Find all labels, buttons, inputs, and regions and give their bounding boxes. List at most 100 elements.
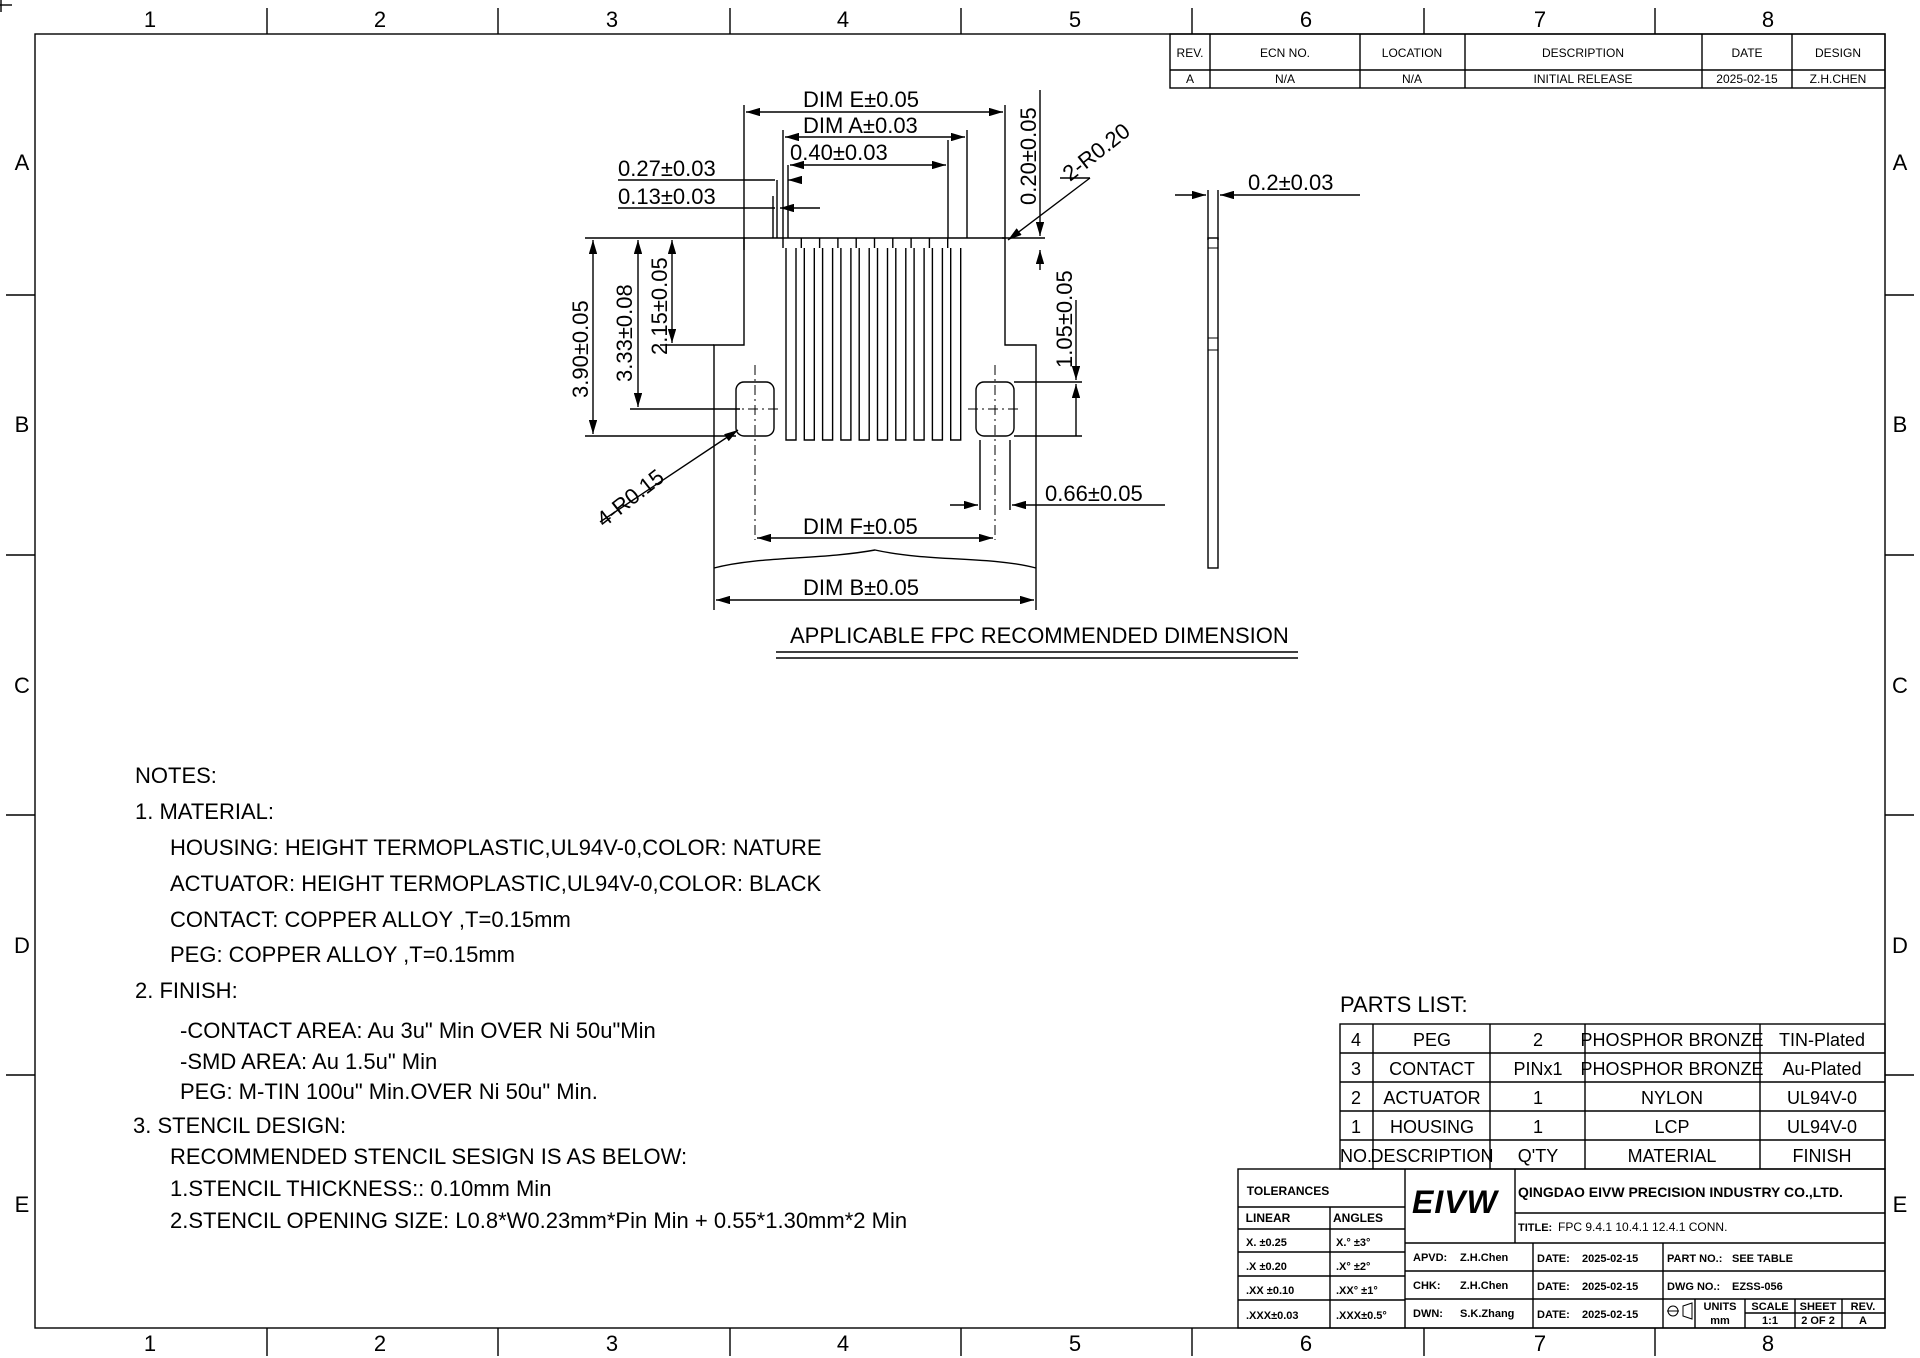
title-block — [1237, 1168, 1886, 1329]
note-line: PEG: COPPER ALLOY ,T=0.15mm — [170, 942, 515, 967]
parts-list-cell: UL94V-0 — [1787, 1088, 1857, 1108]
frame-col-label-top: 7 — [1534, 7, 1546, 32]
frame-col-label-top: 5 — [1069, 7, 1081, 32]
parts-list-title: PARTS LIST: — [1340, 992, 1468, 1017]
linear-tolerance: .XXX±0.03 — [1246, 1310, 1299, 1322]
fpc-contact-fingers — [782, 238, 962, 441]
drawing-number: EZSS-056 — [1732, 1281, 1783, 1293]
svg-text:SHEET: SHEET — [1800, 1301, 1837, 1313]
contact-finger — [931, 248, 944, 441]
parts-list-cell: NYLON — [1641, 1088, 1703, 1108]
contact-finger — [950, 248, 962, 441]
company-logo: EIVW — [1412, 1184, 1500, 1220]
svg-text:LINEAR: LINEAR — [1246, 1211, 1291, 1225]
parts-list-cell: PHOSPHOR BRONZE — [1580, 1059, 1763, 1079]
fpc-outline — [713, 237, 1037, 569]
parts-list-cell: FINISH — [1792, 1146, 1851, 1166]
contact-finger — [785, 248, 797, 441]
frame-col-label-top: 2 — [374, 7, 386, 32]
rev-table-cell: A — [1186, 72, 1194, 86]
angle-tolerance: X.° ±3° — [1336, 1237, 1370, 1249]
dim-390-label: 3.90±0.05 — [568, 300, 593, 398]
note-line: 1. MATERIAL: — [135, 799, 274, 824]
note-line: -CONTACT AREA: Au 3u" Min OVER Ni 50u"Mi… — [180, 1018, 656, 1043]
rev-table-cell: 2025-02-15 — [1716, 72, 1778, 86]
dim-e-label: DIM E±0.05 — [803, 87, 919, 112]
frame-col-label-top: 8 — [1762, 7, 1774, 32]
svg-text:2025-02-15: 2025-02-15 — [1582, 1253, 1638, 1265]
parts-list-cell: DESCRIPTION — [1370, 1146, 1493, 1166]
parts-list-cell: 2 — [1533, 1030, 1543, 1050]
linear-tolerance: .XX ±0.10 — [1246, 1285, 1294, 1297]
note-line: 1.STENCIL THICKNESS:: 0.10mm Min — [170, 1176, 551, 1201]
frame-row-label-left: D — [14, 933, 30, 958]
title-block-text: TOLERANCES LINEAR ANGLES X. ±0.25.X ±0.2… — [1246, 1184, 1876, 1327]
parts-list-cell: ACTUATOR — [1383, 1088, 1480, 1108]
view-title: APPLICABLE FPC RECOMMENDED DIMENSION — [776, 623, 1298, 659]
svg-text:2025-02-15: 2025-02-15 — [1582, 1281, 1638, 1293]
rev-table-header: LOCATION — [1382, 46, 1442, 60]
rev-table-header: DESIGN — [1815, 46, 1861, 60]
frame-col-label-top: 1 — [144, 7, 156, 32]
note-line: 3. STENCIL DESIGN: — [133, 1113, 346, 1138]
dim-f-label: DIM F±0.05 — [803, 514, 918, 539]
svg-text:SCALE: SCALE — [1751, 1301, 1788, 1313]
frame-col-label-bottom: 5 — [1069, 1331, 1081, 1356]
part-number: SEE TABLE — [1732, 1253, 1793, 1265]
frame-col-label-bottom: 1 — [144, 1331, 156, 1356]
frame-col-label-top: 3 — [606, 7, 618, 32]
frame-row-label-right: B — [1893, 412, 1908, 437]
radius-015-label: 4-R0.15 — [592, 464, 669, 532]
contact-finger — [803, 248, 815, 441]
parts-list-cell: Q'TY — [1518, 1146, 1558, 1166]
note-line: CONTACT: COPPER ALLOY ,T=0.15mm — [170, 907, 571, 932]
parts-list-cell: 1 — [1533, 1117, 1543, 1137]
parts-list-cell: Au-Plated — [1782, 1059, 1861, 1079]
rev-table-header: DESCRIPTION — [1542, 46, 1624, 60]
rev-table-header: DATE — [1731, 46, 1762, 60]
parts-list-cell: 4 — [1351, 1030, 1361, 1050]
fpc-side-view — [1207, 237, 1219, 569]
note-line: ACTUATOR: HEIGHT TERMOPLASTIC,UL94V-0,CO… — [170, 871, 822, 896]
frame-row-label-left: B — [15, 412, 30, 437]
note-line: RECOMMENDED STENCIL SESIGN IS AS BELOW: — [170, 1144, 687, 1169]
frame-row-label-right: E — [1893, 1192, 1908, 1217]
parts-list-cell: MATERIAL — [1628, 1146, 1717, 1166]
dim-333-label: 3.33±0.08 — [612, 284, 637, 382]
svg-text:DATE:: DATE: — [1537, 1253, 1570, 1265]
frame-col-label-top: 6 — [1300, 7, 1312, 32]
rev-table-header: ECN NO. — [1260, 46, 1310, 60]
contact-finger — [913, 248, 925, 441]
frame-row-label-right: A — [1893, 150, 1908, 175]
angle-tolerance: .X° ±2° — [1336, 1261, 1370, 1273]
contact-finger — [858, 248, 870, 441]
rev-table-cell: INITIAL RELEASE — [1534, 72, 1633, 86]
frame-row-label-right: C — [1892, 673, 1908, 698]
frame-col-label-top: 4 — [837, 7, 849, 32]
svg-text:UNITS: UNITS — [1704, 1301, 1737, 1313]
note-line: 2. FINISH: — [135, 978, 238, 1003]
radius-020-label: 2-R0.20 — [1058, 118, 1135, 186]
linear-tolerance: .X ±0.20 — [1246, 1261, 1287, 1273]
dimension-lines — [585, 90, 1360, 610]
notes-block: NOTES: 1. MATERIAL:HOUSING: HEIGHT TERMO… — [133, 763, 907, 1233]
frame-col-label-bottom: 3 — [606, 1331, 618, 1356]
dim-013-label: 0.13±0.03 — [618, 184, 716, 209]
frame-row-label-left: E — [15, 1192, 30, 1217]
frame-col-label-bottom: 7 — [1534, 1331, 1546, 1356]
svg-text:2025-02-15: 2025-02-15 — [1582, 1309, 1638, 1321]
svg-text:S.K.Zhang: S.K.Zhang — [1460, 1308, 1514, 1320]
rev-table-cell: N/A — [1275, 72, 1295, 86]
dim-215-label: 2.15±0.05 — [647, 257, 672, 355]
parts-list-cell: UL94V-0 — [1787, 1117, 1857, 1137]
parts-list-cell: PEG — [1413, 1030, 1451, 1050]
parts-list-cell: HOUSING — [1390, 1117, 1474, 1137]
linear-tolerance: X. ±0.25 — [1246, 1237, 1287, 1249]
pitch-label: 0.40±0.03 — [790, 140, 888, 165]
parts-list-cell: 1 — [1351, 1117, 1361, 1137]
svg-text:APVD:: APVD: — [1413, 1252, 1447, 1264]
